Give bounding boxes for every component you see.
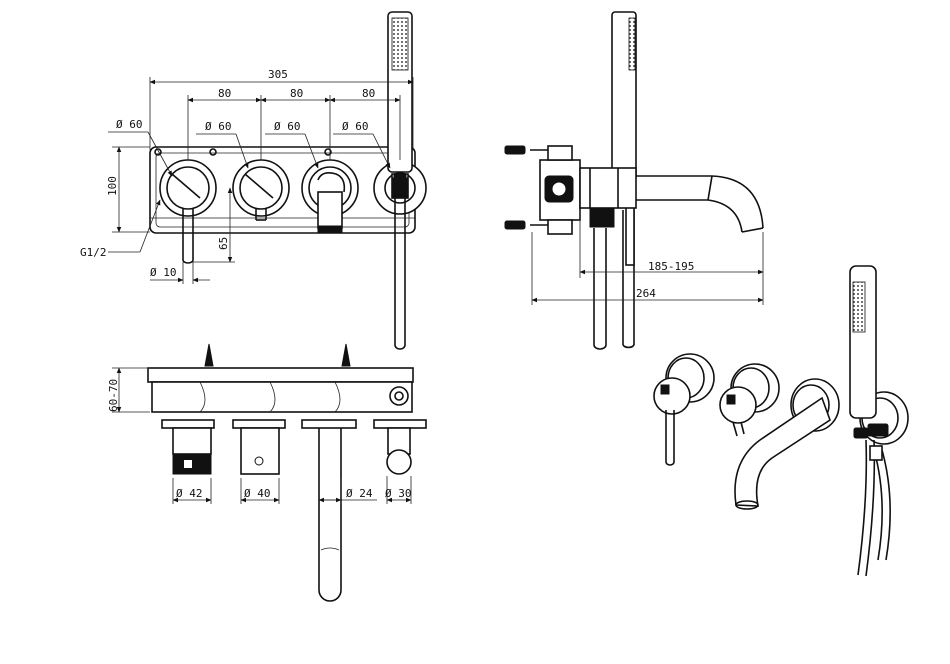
dim-total-depth: 264: [636, 287, 656, 300]
dim-diameter-2: Ø 60: [205, 120, 232, 133]
dim-spacing-3: 80: [362, 87, 375, 100]
top-view: 60-70 Ø 42 Ø 40 Ø 24 Ø 30: [107, 343, 427, 602]
shower-head-nozzles: [391, 17, 409, 71]
dim-handle-2-diameter: Ø 40: [244, 487, 271, 500]
side-view: 185-195 264: [504, 11, 764, 350]
mixer-handle-2: [232, 159, 290, 221]
dim-spacing-1: 80: [218, 87, 231, 100]
dim-spout-diameter: Ø 24: [346, 487, 373, 500]
dim-spout-reach: 185-195: [648, 260, 694, 273]
spout-front: [301, 159, 359, 233]
dim-holder-diameter: Ø 30: [385, 487, 412, 500]
dim-diameter-4: Ø 60: [342, 120, 369, 133]
front-view: 305 80 80 80 Ø 60 Ø 60 Ø 60 Ø 60 100 G1/…: [80, 11, 427, 350]
dim-diameter-1: Ø 60: [116, 118, 143, 131]
dim-thread: G1/2: [80, 246, 107, 259]
mixer-handle-1: [159, 159, 217, 264]
dim-lever-diameter: Ø 10: [150, 266, 177, 279]
dim-top-depth: 60-70: [107, 379, 120, 412]
dim-spacing-2: 80: [290, 87, 303, 100]
dim-lever-height: 65: [217, 237, 230, 250]
dim-height: 100: [106, 176, 119, 196]
dim-overall-width: 305: [268, 68, 288, 81]
dim-diameter-3: Ø 60: [274, 120, 301, 133]
hand-shower-front: [387, 11, 413, 350]
dim-handle-1-diameter: Ø 42: [176, 487, 203, 500]
perspective-view: [653, 265, 909, 577]
